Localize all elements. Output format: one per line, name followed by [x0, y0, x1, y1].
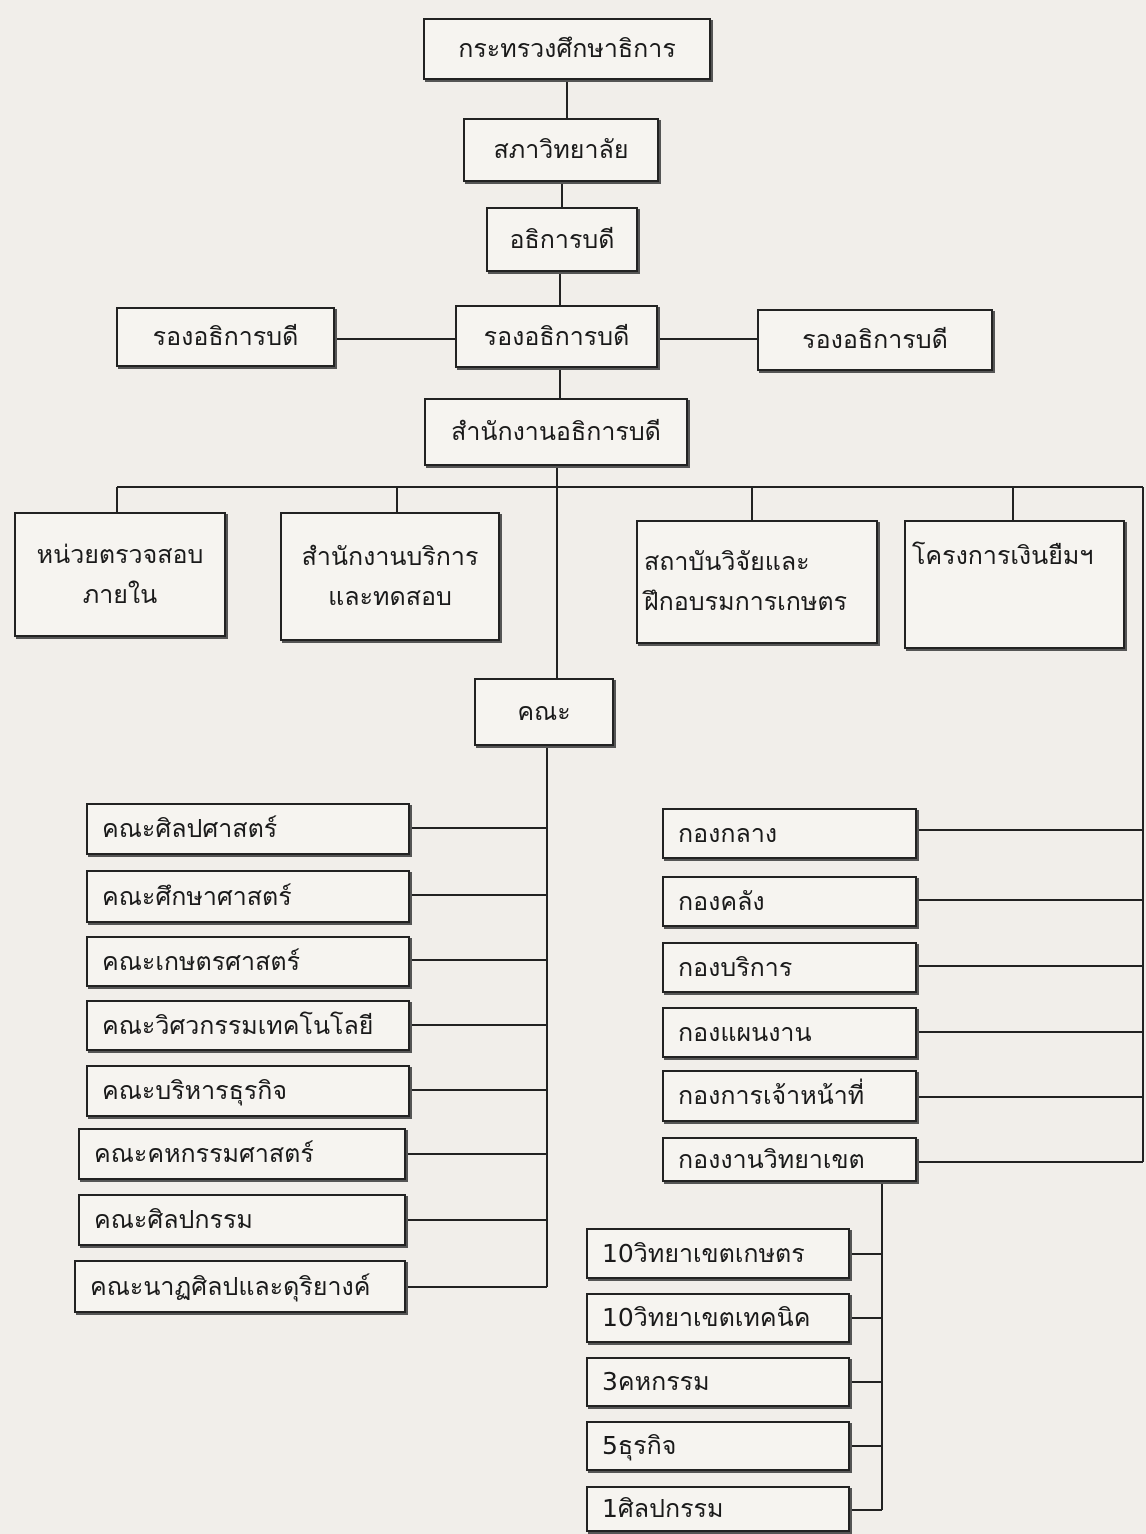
faculty-home-economics-label: คณะคหกรรมศาสตร์ [94, 1139, 314, 1168]
campus-business-label: 5ธุรกิจ [602, 1431, 677, 1460]
campus-technical-box: 10วิทยาเขตเทคนิค [586, 1293, 850, 1343]
faculty-business-label: คณะบริหารธุรกิจ [102, 1076, 288, 1105]
president-office-label: สำนักงานอธิการบดี [451, 417, 661, 446]
faculty-fine-arts-label: คณะศิลปกรรม [94, 1205, 253, 1234]
president-office-box: สำนักงานอธิการบดี [424, 398, 688, 466]
president-label: อธิการบดี [509, 224, 615, 254]
division-planning-label: กองแผนงาน [678, 1017, 812, 1047]
faculty-agriculture-box: คณะเกษตรศาสตร์ [86, 936, 410, 987]
loan-project-box: โครงการเงินยืมฯ [904, 520, 1125, 649]
division-campus-affairs-box: กองงานวิทยาเขต [662, 1137, 917, 1182]
faculty-engineering-technology-box: คณะวิศวกรรมเทคโนโลยี [86, 1000, 410, 1051]
internal-audit-box: หน่วยตรวจสอบภายใน [14, 512, 226, 637]
division-central-label: กองกลาง [678, 818, 778, 848]
research-institute-line1: สถาบันวิจัยและ [644, 547, 810, 576]
research-institute-box: สถาบันวิจัยและฝึกอบรมการเกษตร [636, 520, 878, 644]
service-testing-line2: และทดสอบ [328, 581, 452, 611]
ministry-label: กระทรวงศึกษาธิการ [458, 34, 676, 63]
campus-agriculture-label: 10วิทยาเขตเกษตร [602, 1238, 805, 1268]
faculty-home-economics-box: คณะคหกรรมศาสตร์ [78, 1128, 406, 1180]
faculty-education-label: คณะศึกษาศาสตร์ [102, 881, 292, 911]
internal-audit-line2: ภายใน [82, 579, 158, 609]
campus-fine-arts-box: 1ศิลปกรรม [586, 1486, 850, 1532]
division-central-box: กองกลาง [662, 808, 917, 859]
division-finance-box: กองคลัง [662, 876, 917, 927]
division-services-label: กองบริการ [678, 952, 793, 982]
vice-president-left-label: รองอธิการบดี [152, 322, 299, 351]
faculty-business-box: คณะบริหารธุรกิจ [86, 1065, 410, 1117]
research-institute-line2: ฝึกอบรมการเกษตร [644, 587, 848, 616]
faculty-label: คณะ [517, 697, 571, 726]
faculty-education-box: คณะศึกษาศาสตร์ [86, 870, 410, 923]
division-campus-affairs-label: กองงานวิทยาเขต [678, 1144, 865, 1174]
campus-fine-arts-label: 1ศิลปกรรม [602, 1494, 724, 1523]
faculty-liberal-arts-label: คณะศิลปศาสตร์ [102, 814, 278, 843]
faculty-fine-arts-box: คณะศิลปกรรม [78, 1194, 406, 1246]
vice-president-right-label: รองอธิการบดี [802, 325, 948, 354]
college-council-label: สภาวิทยาลัย [493, 135, 629, 164]
faculty-dance-music-label: คณะนาฏศิลปและดุริยางค์ [90, 1271, 371, 1301]
service-testing-line1: สำนักงานบริการ [301, 541, 479, 571]
vice-president-left-box: รองอธิการบดี [116, 307, 335, 367]
ministry-box: กระทรวงศึกษาธิการ [423, 18, 711, 80]
division-personnel-label: กองการเจ้าหน้าที่ [678, 1081, 865, 1110]
faculty-box: คณะ [474, 678, 614, 746]
division-finance-label: กองคลัง [678, 886, 765, 916]
service-testing-office-box: สำนักงานบริการและทดสอบ [280, 512, 500, 641]
faculty-engineering-technology-label: คณะวิศวกรรมเทคโนโลยี [102, 1010, 374, 1040]
vice-president-right-box: รองอธิการบดี [757, 309, 993, 371]
campus-technical-label: 10วิทยาเขตเทคนิค [602, 1303, 811, 1332]
campus-home-economics-label: 3คหกรรม [602, 1367, 710, 1396]
faculty-liberal-arts-box: คณะศิลปศาสตร์ [86, 803, 410, 855]
internal-audit-line1: หน่วยตรวจสอบ [36, 539, 204, 569]
faculty-agriculture-label: คณะเกษตรศาสตร์ [102, 946, 300, 976]
division-personnel-box: กองการเจ้าหน้าที่ [662, 1070, 917, 1122]
faculty-dance-music-box: คณะนาฏศิลปและดุริยางค์ [74, 1260, 406, 1313]
college-council-box: สภาวิทยาลัย [463, 118, 659, 182]
campus-business-box: 5ธุรกิจ [586, 1421, 850, 1471]
division-planning-box: กองแผนงาน [662, 1007, 917, 1058]
campus-agriculture-box: 10วิทยาเขตเกษตร [586, 1228, 850, 1279]
president-box: อธิการบดี [486, 207, 638, 272]
division-services-box: กองบริการ [662, 942, 917, 993]
vice-president-center-box: รองอธิการบดี [455, 305, 658, 368]
loan-project-label: โครงการเงินยืมฯ [912, 541, 1094, 570]
campus-home-economics-box: 3คหกรรม [586, 1357, 850, 1407]
vice-president-center-label: รองอธิการบดี [483, 321, 630, 351]
